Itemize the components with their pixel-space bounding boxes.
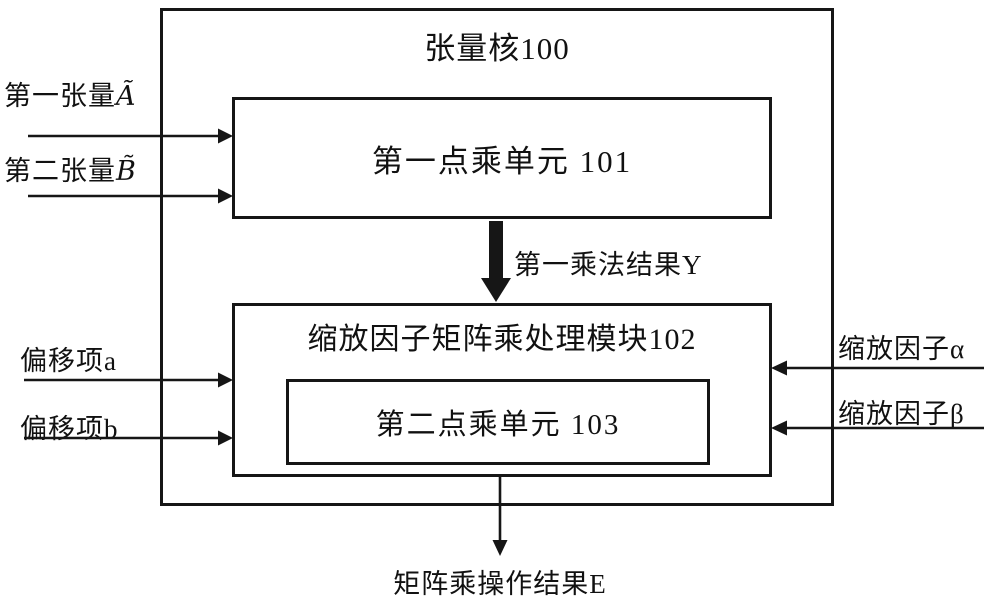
tensor-core-title: 张量核100 [424, 31, 570, 66]
unit-103-label: 第二点乘单元 103 [375, 409, 621, 441]
input-label-tensor-b: 第二张量B̃ [4, 149, 137, 188]
unit-101-label: 第一点乘单元 101 [371, 143, 633, 179]
output-result-label: 矩阵乘操作结果E [393, 569, 607, 599]
input-label-tensor-b-text: 第二张量 [4, 156, 116, 186]
module-102-label: 缩放因子矩阵乘处理模块102 [307, 323, 697, 356]
input-label-bias-b: 偏移项b [20, 414, 119, 444]
input-symbol-tensor-b: B̃ [116, 156, 137, 187]
unit-101-box: 第一点乘单元 101 [232, 97, 772, 219]
input-label-scale-beta: 缩放因子β [838, 399, 965, 429]
input-label-scale-alpha: 缩放因子α [838, 334, 966, 364]
module-102-box: 缩放因子矩阵乘处理模块102 第二点乘单元 103 [232, 303, 772, 477]
input-label-tensor-a: 第一张量Ã [4, 74, 137, 113]
tensor-core-box: 张量核100 [160, 8, 834, 506]
mid-result-label: 第一乘法结果Y [514, 250, 703, 280]
input-label-tensor-a-text: 第一张量 [4, 81, 116, 111]
unit-103-box: 第二点乘单元 103 [286, 379, 710, 465]
input-symbol-tensor-a: Ã [116, 81, 137, 112]
input-label-bias-a: 偏移项a [20, 346, 117, 376]
